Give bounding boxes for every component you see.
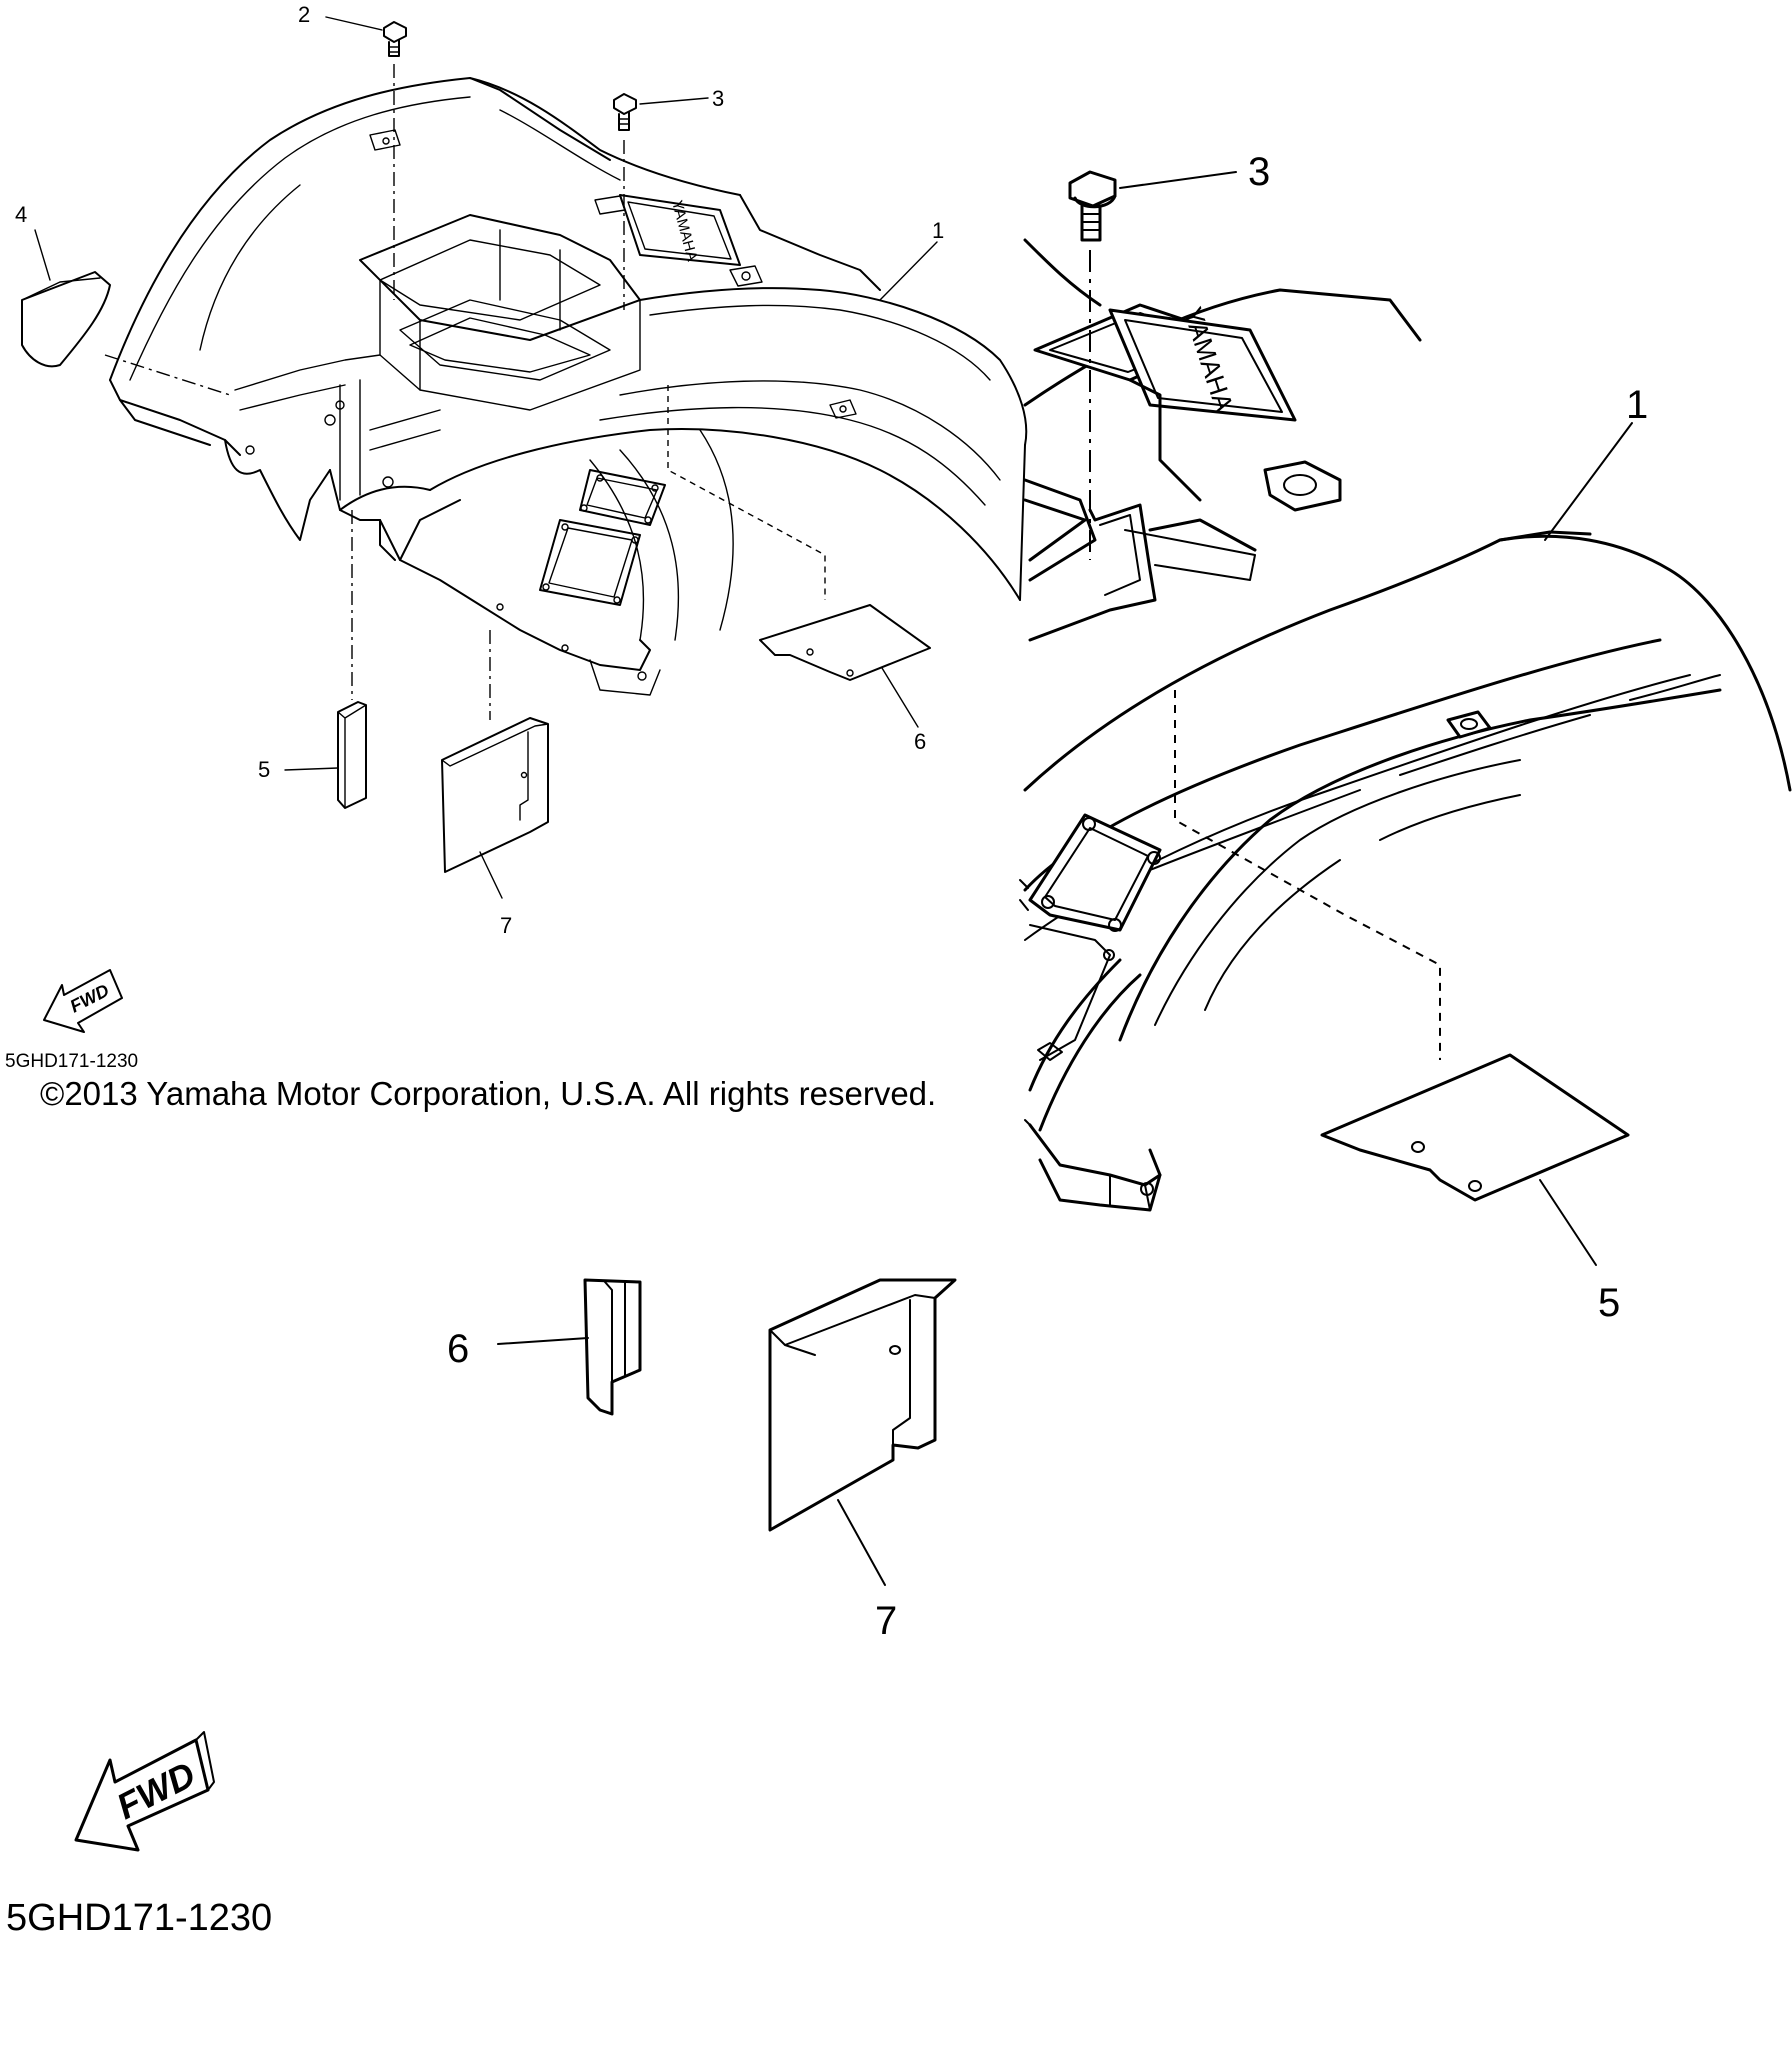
fwd-label-small: FWD xyxy=(67,980,113,1016)
plate-part-6-small xyxy=(759,604,931,681)
bolt-part-3-large xyxy=(1068,170,1117,242)
flap-part-4 xyxy=(21,271,111,368)
diagram-code-small: 5GHD171-1230 xyxy=(5,1051,138,1072)
callout-3-small: 3 xyxy=(712,86,724,111)
detail-view-bottom: 6 7 FWD 5GHD171-1230 xyxy=(6,1278,957,1939)
callout-6-large: 5 xyxy=(1598,1281,1620,1325)
bolt-part-3-small xyxy=(613,93,637,131)
plate-part-6-large xyxy=(1320,1053,1630,1202)
guard-part-7-large xyxy=(768,1278,957,1532)
callout-3-large: 3 xyxy=(1248,150,1270,194)
diagram-code-large: 5GHD171-1230 xyxy=(6,1897,272,1939)
copyright-notice: ©2013 Yamaha Motor Corporation, U.S.A. A… xyxy=(40,1075,936,1112)
callout-5-small: 5 xyxy=(258,757,270,782)
fwd-label-large: FWD xyxy=(110,1753,202,1827)
callout-6-small: 6 xyxy=(914,729,926,754)
overview-diagram: YAMAHA xyxy=(5,2,1028,1112)
callout-2-small: 2 xyxy=(298,2,310,27)
callout-7-large: 7 xyxy=(875,1599,897,1643)
callout-1-large: 1 xyxy=(1626,383,1648,427)
callout-4-small: 4 xyxy=(15,202,27,227)
cover-part-5-small xyxy=(337,701,367,809)
detail-view-right: YAMAHA xyxy=(1019,150,1792,1325)
fwd-arrow-icon-small: FWD xyxy=(43,969,123,1033)
rear-fender-part-1: YAMAHA xyxy=(109,77,1028,696)
callout-7-small: 7 xyxy=(500,913,512,938)
fwd-arrow-icon-large: FWD xyxy=(74,1731,215,1852)
guard-part-7-small xyxy=(441,717,549,873)
callout-5-large: 6 xyxy=(447,1327,469,1371)
yamaha-badge-text-small: YAMAHA xyxy=(668,199,701,264)
bolt-part-2-small xyxy=(383,21,407,57)
callout-1-small: 1 xyxy=(932,218,944,243)
